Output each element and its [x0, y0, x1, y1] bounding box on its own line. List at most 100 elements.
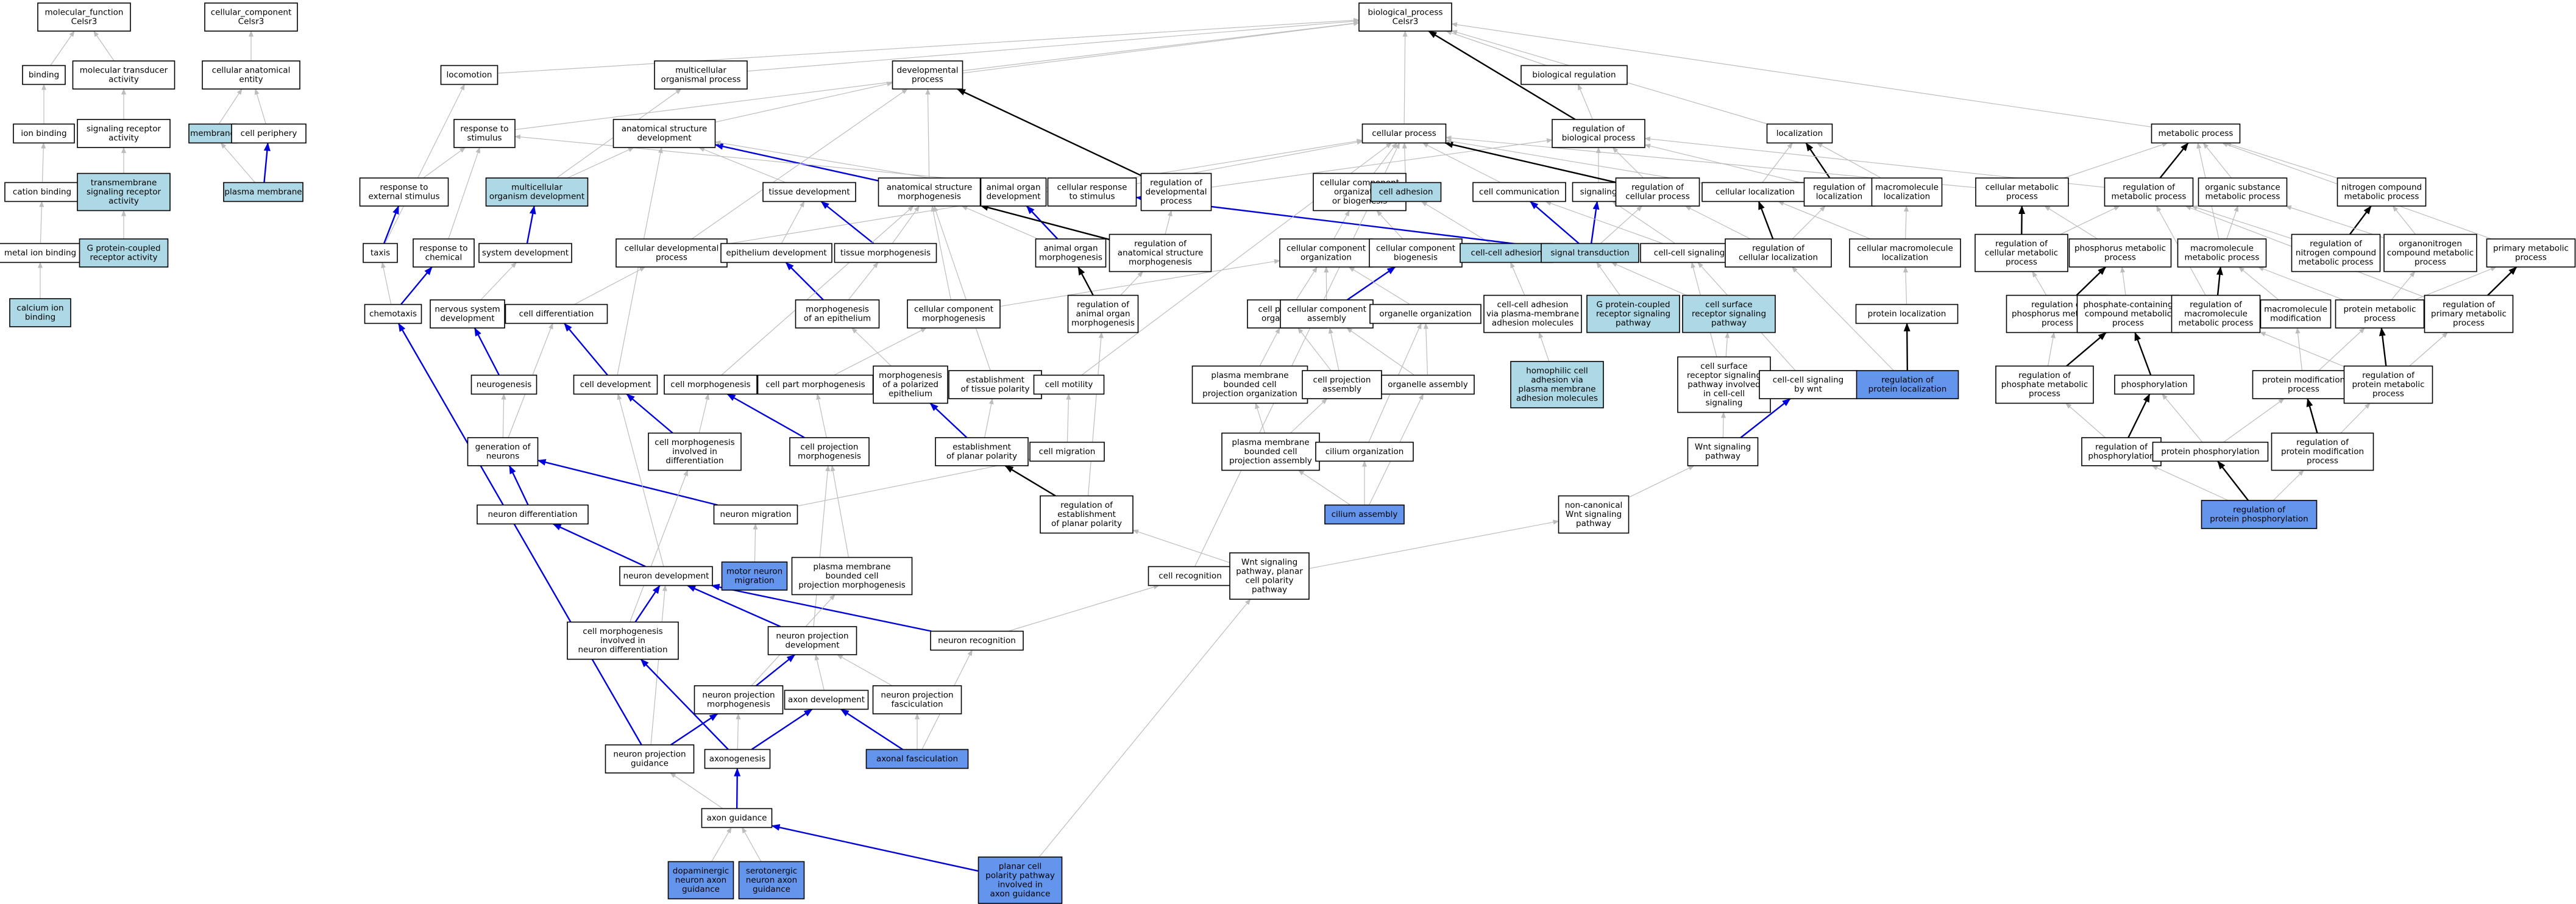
term-label: metabolic process	[2179, 318, 2254, 328]
term-label: serotonergic	[746, 866, 797, 876]
term-label: neuron projection	[702, 691, 775, 700]
term-node-ionbind: ion binding	[13, 123, 75, 144]
edge-sigtrans-to-cellcomm	[1530, 201, 1580, 244]
edge-homophilic-to-ccadhpm	[1538, 332, 1550, 362]
term-label: cellular component	[914, 305, 993, 315]
term-node-plasmamem: plasma membrane	[223, 182, 303, 202]
edge-phoscomp-to-phosmet	[2120, 266, 2126, 296]
term-box	[1520, 65, 1628, 85]
term-box	[2335, 299, 2425, 329]
term-box	[978, 856, 1063, 904]
term-label: epithelium development	[726, 248, 826, 258]
term-label: to stimulus	[1070, 192, 1115, 202]
edge-neurprojguid-to-neurdev	[650, 585, 667, 746]
term-box	[1725, 238, 1832, 268]
term-box	[701, 808, 773, 828]
term-box	[2271, 432, 2374, 471]
term-box	[1472, 182, 1566, 202]
edge-regestplanar-to-estplanar	[1004, 464, 1056, 497]
term-box	[1148, 566, 1233, 586]
term-box	[1067, 294, 1139, 333]
term-label: receptor signaling	[1596, 309, 1670, 319]
edge-protphos-to-protmod	[2223, 398, 2285, 443]
term-box	[485, 177, 589, 207]
edge-regnitro-to-nitro	[2349, 205, 2372, 235]
term-label: biological process	[1562, 133, 1636, 143]
edge-ccorgbio-to-cellproc	[1373, 142, 1397, 174]
term-label: cell differentiation	[519, 309, 594, 319]
term-box	[1302, 370, 1382, 399]
term-label: process	[2307, 456, 2338, 466]
term-box	[202, 60, 300, 90]
edge-regcellloc-to-cellloc	[1758, 201, 1774, 240]
term-box	[2383, 233, 2477, 272]
edge-locomotion-to-bp	[497, 18, 1360, 74]
edge-regcellloc-to-regloc	[1792, 205, 1826, 240]
term-node-neurmig: neuron migration	[713, 504, 798, 525]
term-node-cellmorph: cell morphogenesis	[664, 374, 758, 395]
term-node-localization: localization	[1766, 123, 1833, 144]
term-label: regulation of	[2095, 443, 2148, 452]
term-label: pathway	[1711, 318, 1747, 328]
edge-devproc-to-bp	[962, 21, 1360, 71]
term-label: nitrogen compound	[2341, 183, 2422, 193]
term-node-axonogenesis: axonogenesis	[704, 749, 771, 769]
edge-anatdev-to-devproc	[715, 81, 893, 123]
term-label: regulation of	[2018, 371, 2071, 380]
term-label: differentiation	[665, 456, 723, 466]
edge-respext-to-respstim	[423, 147, 466, 179]
term-box	[573, 374, 658, 395]
term-label: nitrogen compound	[2296, 248, 2376, 258]
edge-cellpartmorph-to-ccmorph	[834, 327, 927, 376]
term-node-cellloc: cellular localization	[1701, 182, 1809, 202]
edge-orgnitro-to-orgsub	[2285, 205, 2385, 238]
term-label: receptor signaling	[1692, 309, 1766, 319]
term-label: process	[2288, 385, 2319, 394]
term-label: morphogenesis	[922, 314, 985, 324]
term-node-organelleorg: organelle organization	[1369, 304, 1481, 324]
term-label: phosphorus metabolic	[2074, 244, 2166, 254]
term-label: neuron projection	[613, 750, 686, 760]
edge-cellmorphdiff-to-cellmorph	[698, 393, 710, 433]
term-box	[231, 123, 307, 144]
edge-sysdev-to-multidev	[526, 205, 536, 244]
edge-regcellloc-to-regcell	[1684, 205, 1751, 240]
term-label: generation of	[475, 443, 531, 452]
term-node-celldev: cell development	[573, 374, 658, 395]
term-box	[865, 749, 969, 769]
term-node-cellmig: cell migration	[1029, 441, 1105, 462]
term-label: plasma membrane	[1232, 438, 1309, 447]
term-box	[654, 60, 748, 90]
term-label: biological_process	[1368, 8, 1443, 18]
term-box	[13, 123, 75, 144]
edge-organelleasm-to-ccassembly	[1346, 327, 1415, 375]
edge-binding-to-mf	[50, 30, 75, 66]
term-label: morphogenesis	[1039, 253, 1102, 263]
term-box	[2336, 177, 2427, 207]
edge-dopamin-to-axonguid	[711, 827, 732, 862]
term-node-phosphorylation: phosphorylation	[2114, 374, 2195, 395]
edge-cellloc-to-cellproc	[1445, 138, 1703, 184]
edge-macromet-to-orgsub	[2226, 205, 2239, 240]
term-box	[2201, 500, 2318, 529]
term-box	[440, 65, 499, 85]
term-label: guidance	[682, 884, 720, 894]
term-label: cellular process	[1625, 192, 1690, 202]
edge-celldiff-to-celldevproc	[574, 266, 646, 305]
term-box	[22, 65, 66, 85]
term-label: axonogenesis	[709, 754, 765, 764]
term-box	[762, 182, 856, 202]
term-box	[1381, 374, 1475, 395]
term-box	[1586, 294, 1680, 333]
term-label: regulation of	[2190, 300, 2243, 310]
